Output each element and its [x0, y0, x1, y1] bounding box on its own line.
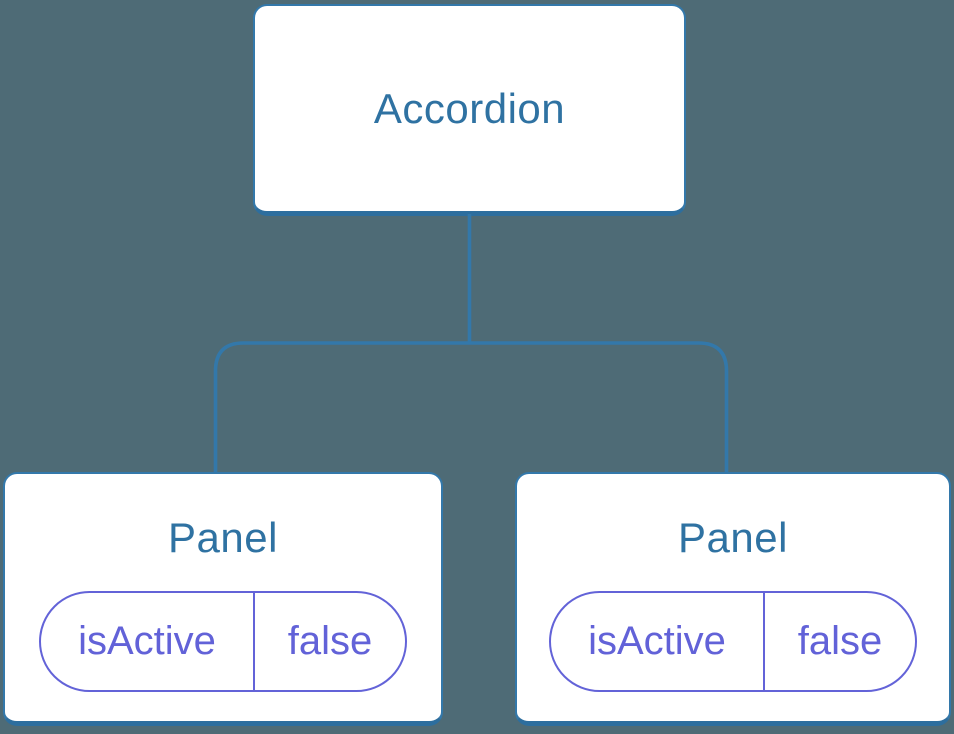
node-accordion-label: Accordion [373, 84, 566, 132]
node-panel-1-label: Panel [168, 514, 278, 561]
state-pill-1-value: false [253, 593, 405, 690]
node-panel-1: Panel isActive false [3, 472, 443, 726]
node-panel-2-label: Panel [678, 514, 788, 561]
connector-branch [213, 341, 729, 473]
state-pill-2-value: false [763, 593, 915, 690]
state-pill-2: isActive false [549, 591, 917, 692]
node-panel-2: Panel isActive false [515, 472, 951, 726]
state-pill-1-key: isActive [78, 619, 216, 663]
node-accordion: Accordion [253, 4, 686, 216]
state-pill-1: isActive false [39, 591, 407, 692]
state-pill-2-key: isActive [588, 619, 726, 663]
